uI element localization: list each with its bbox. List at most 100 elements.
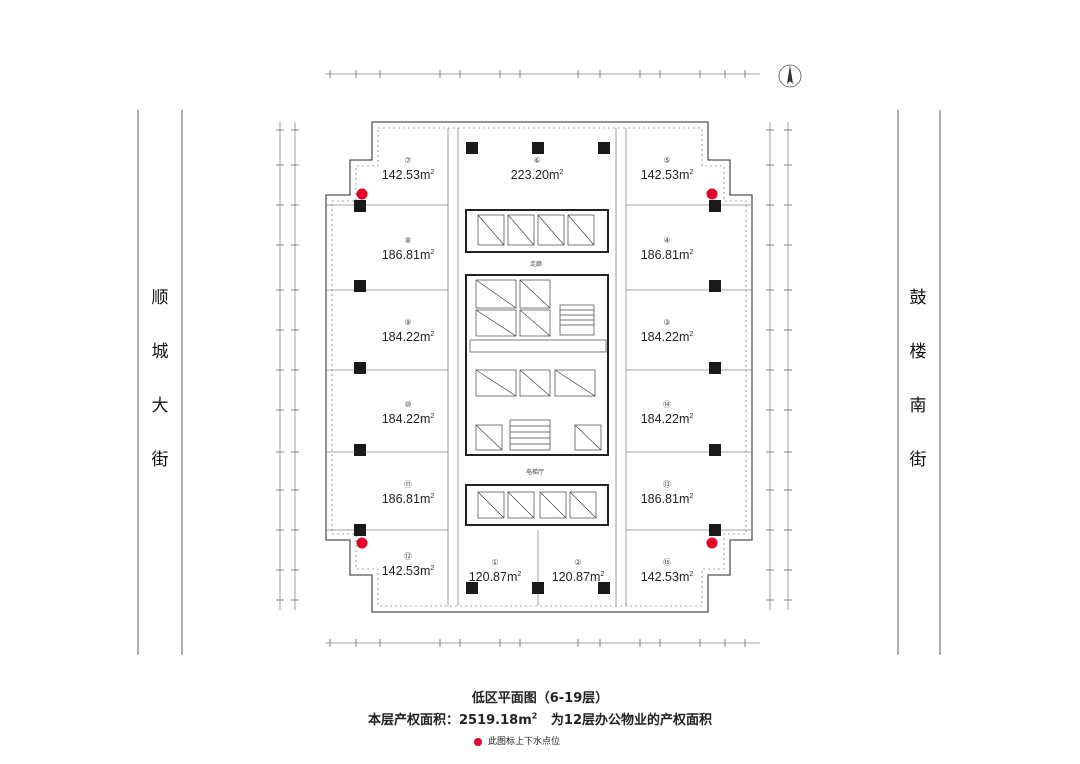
street-char: 顺 (151, 288, 169, 308)
column (532, 582, 544, 594)
unit-3: ③ 184.22m2 (617, 318, 717, 344)
unit-area: 186.81m (640, 248, 690, 263)
unit-8: ⑧ 186.81m2 (358, 236, 458, 262)
water-point (356, 188, 368, 200)
unit-area: 120.87m (551, 570, 601, 585)
unit-area-sup: 2 (430, 249, 435, 256)
unit-number: ⑦ (404, 156, 412, 165)
unit-area: 184.22m (640, 412, 690, 427)
unit-area-sup: 2 (689, 249, 694, 256)
plan-title: 低区平面图（6-19层） (471, 691, 609, 706)
column (532, 142, 544, 154)
unit-9: ⑨ 184.22m2 (358, 318, 458, 344)
area-summary: 本层产权面积：2519.18m2 为12层办公物业的产权面积 (0, 709, 1080, 728)
unit-number: ⑩ (404, 400, 412, 409)
unit-area: 186.81m (640, 492, 690, 507)
unit-area: 186.81m (381, 248, 431, 263)
unit-number: ⑤ (663, 156, 671, 165)
unit-area: 184.22m (381, 330, 431, 345)
dimension-ticks (276, 70, 792, 647)
unit-area: 120.87m (468, 570, 518, 585)
unit-area-sup: 2 (600, 571, 605, 578)
unit-12: ⑫ 142.53m2 (358, 552, 458, 578)
unit-number: ① (491, 558, 499, 567)
column (709, 280, 721, 292)
unit-area-sup: 2 (430, 565, 435, 572)
partition-walls (326, 128, 752, 606)
unit-area-sup: 2 (689, 331, 694, 338)
unit-number: ⑫ (404, 552, 412, 561)
area-prefix: 本层产权面积：2519.18m (367, 713, 532, 728)
unit-number: ⑥ (533, 156, 541, 165)
street-char: 大 (151, 396, 169, 416)
outer-wall (325, 121, 753, 613)
column (466, 142, 478, 154)
core (465, 209, 609, 526)
street-char: 南 (909, 396, 927, 416)
column (709, 200, 721, 212)
water-point (706, 188, 718, 200)
legend: 此图标上下水点位 (474, 734, 560, 747)
unit-area-sup: 2 (689, 169, 694, 176)
legend-label: 此图标上下水点位 (488, 737, 561, 747)
unit-2: ② 120.87m2 (528, 558, 628, 584)
unit-area-sup: 2 (517, 571, 522, 578)
unit-area-sup: 2 (689, 493, 694, 500)
unit-number: ⑨ (404, 318, 412, 327)
water-points (356, 188, 718, 549)
street-char: 楼 (909, 342, 927, 362)
unit-area: 186.81m (381, 492, 431, 507)
column (466, 582, 478, 594)
north-arrow-icon (778, 64, 802, 88)
unit-number: ⑧ (404, 236, 412, 245)
unit-area: 223.20m (510, 168, 560, 183)
unit-area-sup: 2 (689, 413, 694, 420)
column (598, 142, 610, 154)
unit-area-sup: 2 (430, 331, 435, 338)
unit-area: 184.22m (381, 412, 431, 427)
unit-number: ② (574, 558, 582, 567)
column (354, 280, 366, 292)
area-sup: 2 (531, 711, 538, 721)
column (354, 200, 366, 212)
street-label-east: 鼓 楼 南 街 (906, 290, 930, 506)
water-point-icon (474, 737, 482, 746)
unit-area: 184.22m (640, 330, 690, 345)
street-char: 街 (151, 450, 169, 470)
core-label-corridor: 走廊 (530, 262, 543, 268)
unit-area-sup: 2 (430, 169, 435, 176)
street-char: 城 (151, 342, 169, 362)
area-suffix: 为12层办公物业的产权面积 (537, 713, 712, 728)
unit-area-sup: 2 (430, 493, 435, 500)
column (709, 524, 721, 536)
unit-1: ① 120.87m2 (445, 558, 545, 584)
unit-number: ⑭ (663, 400, 671, 409)
column (598, 582, 610, 594)
unit-10: ⑩ 184.22m2 (358, 400, 458, 426)
unit-area: 142.53m (381, 564, 431, 579)
unit-number: ③ (663, 318, 671, 327)
unit-area-sup: 2 (430, 413, 435, 420)
water-point (356, 537, 368, 549)
column (709, 444, 721, 456)
water-point (706, 537, 718, 549)
column (354, 362, 366, 374)
street-label-west: 顺 城 大 街 (148, 290, 172, 506)
elevator-shafts (469, 214, 607, 519)
unit-number: ⑮ (663, 558, 671, 567)
dimension-lines (279, 73, 789, 644)
structural-columns (354, 142, 721, 594)
core-label-lobby: 电梯厅 (526, 470, 545, 476)
column (709, 362, 721, 374)
plan-caption: 低区平面图（6-19层） 本层产权面积：2519.18m2 为12层办公物业的产… (0, 687, 1080, 728)
street-char: 鼓 (909, 288, 927, 308)
column (354, 524, 366, 536)
